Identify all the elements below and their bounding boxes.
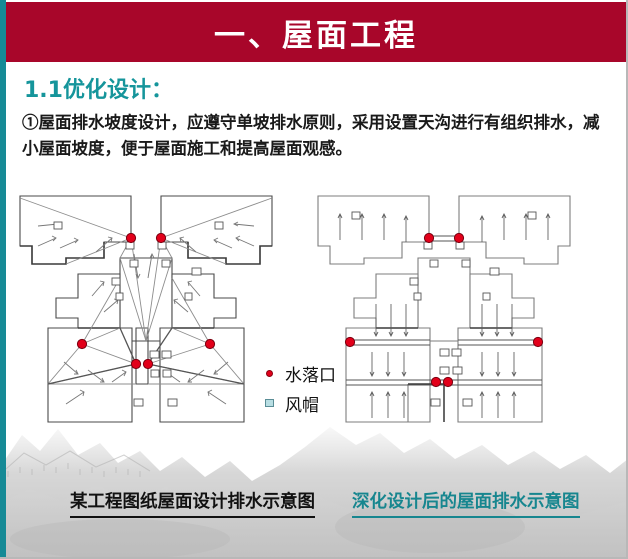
diagram-legend: 水落口 风帽 bbox=[262, 358, 336, 418]
legend-item-vent-cap: 风帽 bbox=[262, 388, 336, 418]
optimized-roof-drainage-plan bbox=[317, 195, 571, 423]
left-accent-bar bbox=[0, 0, 6, 557]
caption-optimized-plan: 深化设计后的屋面排水示意图 bbox=[352, 488, 580, 518]
slope-arrows bbox=[337, 213, 551, 418]
body-paragraph: ①屋面排水坡度设计，应遵守单坡排水原则，采用设置天沟进行有组织排水，减小屋面坡度… bbox=[22, 113, 600, 158]
vent-cap-marks bbox=[351, 211, 537, 407]
slide-header-banner: 一、屋面工程 bbox=[6, 2, 626, 62]
original-roof-drainage-plan bbox=[19, 195, 273, 423]
downspout-marks bbox=[76, 232, 216, 370]
drawings-container bbox=[6, 186, 626, 486]
section-heading: 1.1优化设计： bbox=[24, 78, 173, 103]
legend-label-downspout: 水落口 bbox=[285, 365, 336, 386]
page-title: 一、屋面工程 bbox=[214, 17, 418, 54]
legend-item-downspout: 水落口 bbox=[262, 358, 336, 388]
blue-square-icon bbox=[262, 399, 276, 407]
caption-original-plan: 某工程图纸屋面设计排水示意图 bbox=[70, 488, 315, 518]
legend-label-vent-cap: 风帽 bbox=[285, 395, 319, 416]
red-dot-icon bbox=[262, 369, 276, 377]
downspout-marks bbox=[344, 232, 544, 388]
vent-cap-marks bbox=[53, 221, 224, 407]
